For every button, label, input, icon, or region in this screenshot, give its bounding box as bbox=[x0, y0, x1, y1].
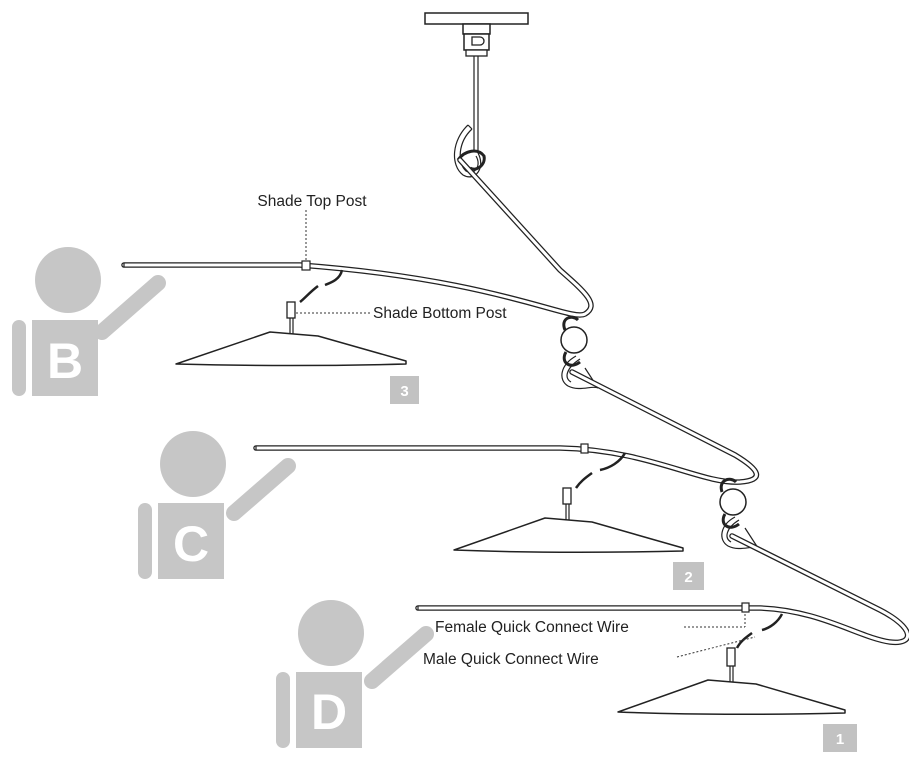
male-wire-label: Male Quick Connect Wire bbox=[423, 651, 599, 668]
person-d: D bbox=[276, 600, 434, 748]
shade-bottom-post-label: Shade Bottom Post bbox=[373, 305, 507, 322]
label-shade-top-post: Shade Top Post bbox=[257, 193, 367, 260]
label-female-wire: Female Quick Connect Wire bbox=[435, 614, 746, 636]
person-c-letter: C bbox=[173, 516, 209, 572]
connector-ball-2 bbox=[719, 477, 759, 550]
badge-1-number: 1 bbox=[836, 731, 844, 748]
person-b: B bbox=[12, 247, 166, 396]
shade-3 bbox=[175, 269, 407, 367]
female-wire-label: Female Quick Connect Wire bbox=[435, 619, 629, 636]
arm-3 bbox=[121, 157, 594, 318]
arm-2 bbox=[253, 369, 760, 485]
shade-bottom-post-3 bbox=[286, 301, 296, 319]
label-shade-bottom-post: Shade Bottom Post bbox=[296, 305, 507, 322]
person-c: C bbox=[138, 431, 296, 579]
shade-bottom-post-2 bbox=[562, 487, 572, 505]
shade-top-post-1 bbox=[741, 602, 750, 613]
shade-top-post-label: Shade Top Post bbox=[257, 193, 367, 210]
arm-1 bbox=[415, 533, 909, 646]
person-b-letter: B bbox=[47, 333, 83, 389]
shade-top-post-2 bbox=[580, 443, 589, 454]
badge-2: 2 bbox=[673, 562, 704, 590]
badge-1: 1 bbox=[823, 724, 857, 752]
label-male-wire: Male Quick Connect Wire bbox=[423, 636, 756, 668]
badge-3: 3 bbox=[390, 376, 419, 404]
shade-top-post-3 bbox=[301, 260, 311, 271]
person-d-letter: D bbox=[311, 684, 347, 740]
shade-bottom-post-1 bbox=[726, 647, 736, 667]
shade-1 bbox=[617, 613, 846, 716]
badge-3-number: 3 bbox=[400, 383, 408, 400]
ceiling-canopy bbox=[424, 12, 529, 57]
top-hook bbox=[454, 124, 486, 178]
shade-2 bbox=[453, 452, 684, 554]
stem-rod bbox=[473, 56, 479, 152]
badge-2-number: 2 bbox=[684, 569, 692, 586]
